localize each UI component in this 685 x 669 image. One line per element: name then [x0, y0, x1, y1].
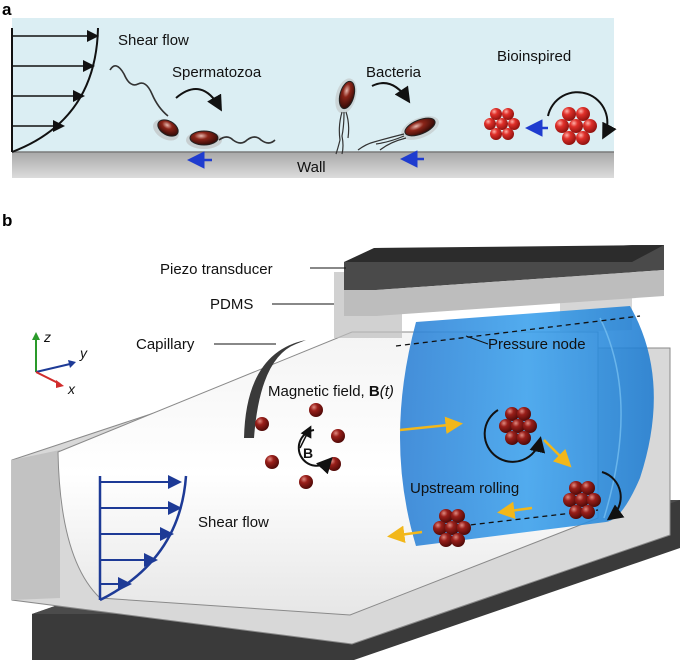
capillary-label: Capillary: [136, 336, 195, 353]
bioinspired-illustration: [484, 91, 617, 145]
spermatozoa-illustration: [109, 65, 276, 169]
piezo-label: Piezo transducer: [160, 261, 273, 278]
small-bead-cluster: [484, 108, 520, 140]
pressure-node-label: Pressure node: [488, 336, 586, 353]
upstream-rolling-label: Upstream rolling: [410, 480, 519, 497]
bacteria-illustration: [335, 78, 439, 168]
rolling-cluster-top: [483, 407, 546, 463]
axis-z-label: z: [43, 329, 51, 345]
panel-a-letter: a: [2, 0, 12, 19]
rolling-cluster-right: [563, 471, 625, 521]
b-symbol-label: B: [303, 445, 313, 461]
shear-flow-label-a: Shear flow: [118, 32, 189, 49]
axis-y-label: y: [79, 345, 88, 361]
wall-label: Wall: [297, 159, 326, 176]
rolling-cluster-bottom: [433, 509, 471, 547]
yellow-arrows: [387, 416, 572, 544]
spermatozoa-label: Spermatozoa: [172, 64, 262, 81]
panel-a: a Shear flow Spermatozoa: [2, 0, 617, 178]
axes-icon: [32, 332, 76, 388]
panel-b-letter: b: [2, 211, 12, 230]
axis-x-label: x: [67, 381, 76, 397]
flow-profile: [98, 475, 188, 602]
bacteria-label: Bacteria: [366, 64, 422, 81]
bioinspired-label: Bioinspired: [497, 48, 571, 65]
large-bead-cluster: [555, 107, 597, 145]
magnetic-field-label: Magnetic field, B(t): [268, 383, 394, 400]
pressure-node-line: [395, 315, 641, 347]
pdms-label: PDMS: [210, 296, 253, 313]
fluid-region: [12, 18, 614, 154]
panel-b: b: [2, 211, 680, 660]
shear-flow-label-b: Shear flow: [198, 514, 269, 531]
velocity-profile: [11, 27, 99, 153]
wall-surface: [12, 152, 614, 178]
dispersed-particles: [255, 403, 345, 489]
